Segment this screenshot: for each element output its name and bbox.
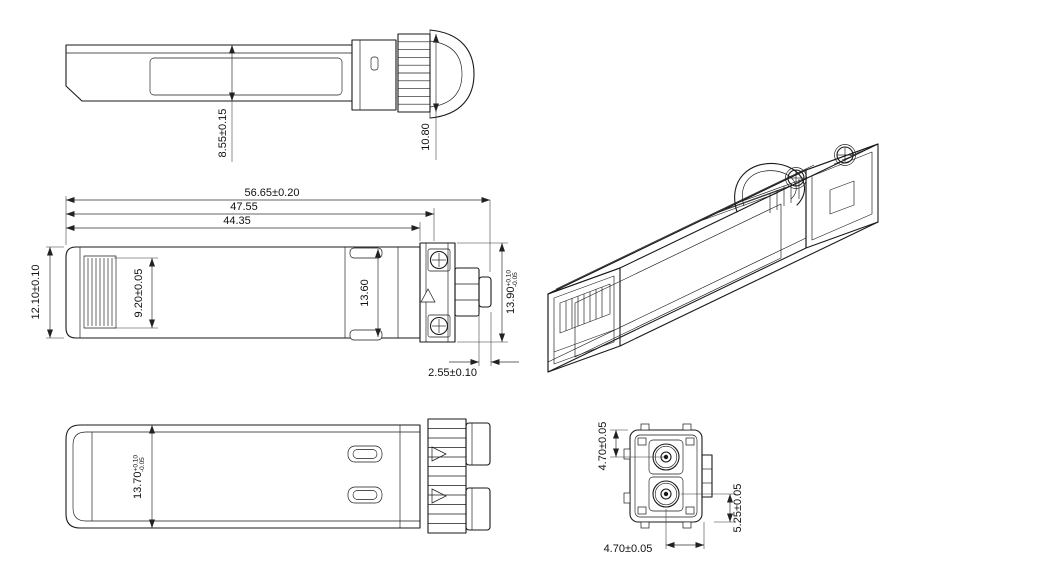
dim-bottom-width: 13.70+0.10-0.05 [132, 455, 146, 499]
dim-latch-offset: 2.55±0.10 [428, 367, 477, 379]
bail-latch [429, 29, 475, 119]
side-view: 8.55±0.15 10.80 [65, 29, 475, 162]
dim-nose-width: 12.10±0.10 [30, 265, 42, 320]
front-view: 4.70±0.05 4.70±0.05 5.25±0.05 [597, 422, 744, 555]
side-body-outline [65, 39, 397, 111]
top-body-outline [65, 246, 421, 339]
bottom-dimensions: 13.70+0.10-0.05 [132, 425, 155, 528]
dim-body-length: 44.35 [223, 215, 251, 227]
front-face-outline [623, 423, 713, 529]
iso-latch-collar [702, 176, 810, 221]
dim-overall-length: 56.65±0.20 [245, 187, 300, 199]
front-dimensions: 4.70±0.05 4.70±0.05 5.25±0.05 [597, 422, 744, 555]
latch-slots [349, 247, 383, 341]
bottom-slots [347, 445, 383, 504]
screw-top [427, 248, 451, 272]
fiber-core-upper [663, 454, 669, 460]
cage-assembly [419, 242, 492, 343]
dim-body-height: 8.55±0.15 [217, 109, 229, 158]
top-dimensions: 56.65±0.20 47.55 44.35 12.10±0.10 9.20±0… [30, 187, 519, 379]
dim-port-edge-offset: 4.70±0.05 [604, 543, 653, 555]
isometric-view [547, 143, 879, 373]
bottom-view: 13.70+0.10-0.05 [65, 418, 491, 534]
top-view: 56.65±0.20 47.55 44.35 12.10±0.10 9.20±0… [30, 187, 519, 379]
bottom-body-outline [65, 424, 421, 529]
screw-bottom [427, 314, 451, 338]
bottom-triangle-marks [431, 446, 447, 504]
connector-fingers [83, 255, 117, 329]
iso-body [547, 143, 879, 373]
lc-port-lower [648, 476, 684, 512]
side-dimensions: 8.55±0.15 10.80 [217, 34, 439, 162]
iso-screw-rear [834, 144, 856, 166]
dim-port-top-offset: 4.70±0.05 [597, 422, 609, 471]
bottom-emi-ribs [427, 418, 467, 534]
fiber-core-lower [663, 491, 669, 497]
emi-ribs [397, 33, 431, 113]
dim-length-to-latch: 47.55 [230, 201, 258, 213]
dim-slot-span: 13.60 [359, 279, 371, 307]
dim-cage-width: 13.90+0.10-0.05 [505, 270, 519, 314]
iso-connector-fingers [553, 275, 615, 365]
dim-port-height: 5.25±0.05 [732, 484, 744, 533]
dim-connector-width: 9.20±0.05 [133, 269, 145, 318]
orientation-triangle [420, 288, 436, 303]
iso-screw-front [785, 167, 807, 189]
bail-top-view [454, 267, 492, 317]
dim-latch-height: 10.80 [420, 123, 432, 151]
iso-emi-ribs [769, 145, 874, 213]
bottom-end-brackets [465, 422, 491, 531]
